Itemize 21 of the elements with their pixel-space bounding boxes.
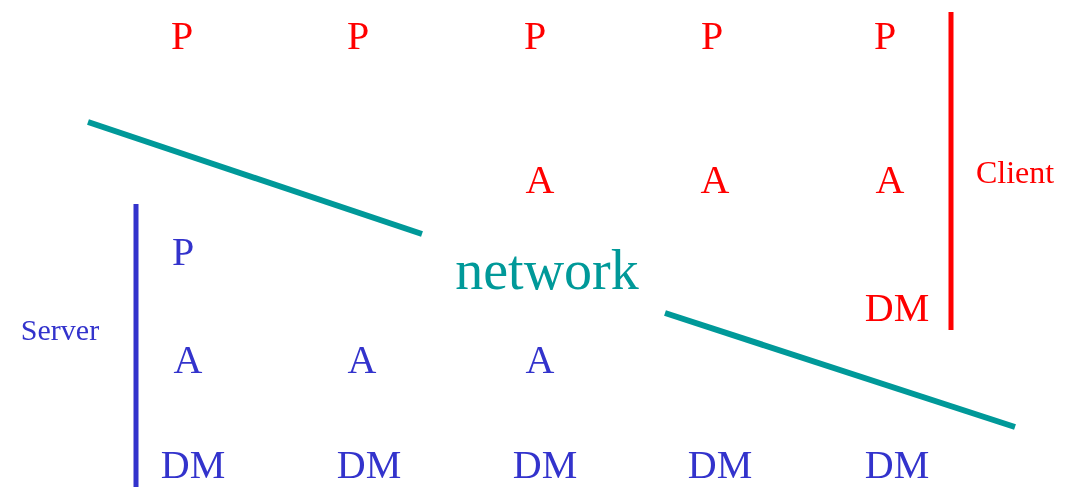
- side-label: Server: [20, 315, 100, 345]
- layer-letter: DM: [336, 445, 402, 485]
- layer-letter: DM: [160, 445, 226, 485]
- layer-letter: A: [525, 340, 555, 380]
- layer-letter: A: [875, 160, 905, 200]
- layer-letter: A: [347, 340, 377, 380]
- layer-letter: DM: [687, 445, 753, 485]
- layer-letter: A: [173, 340, 203, 380]
- layer-letter: A: [700, 160, 730, 200]
- layer-letter: P: [700, 16, 724, 56]
- layer-letter: A: [525, 160, 555, 200]
- layer-letter: DM: [512, 445, 578, 485]
- side-label: Client: [975, 156, 1055, 188]
- layer-letter: P: [873, 16, 897, 56]
- layer-letter: DM: [864, 445, 930, 485]
- layer-letter: P: [170, 16, 194, 56]
- layer-letter: P: [346, 16, 370, 56]
- layer-letter: P: [523, 16, 547, 56]
- network-label: network: [455, 242, 639, 298]
- layer-letter: P: [171, 232, 195, 272]
- layer-letter: DM: [864, 288, 930, 328]
